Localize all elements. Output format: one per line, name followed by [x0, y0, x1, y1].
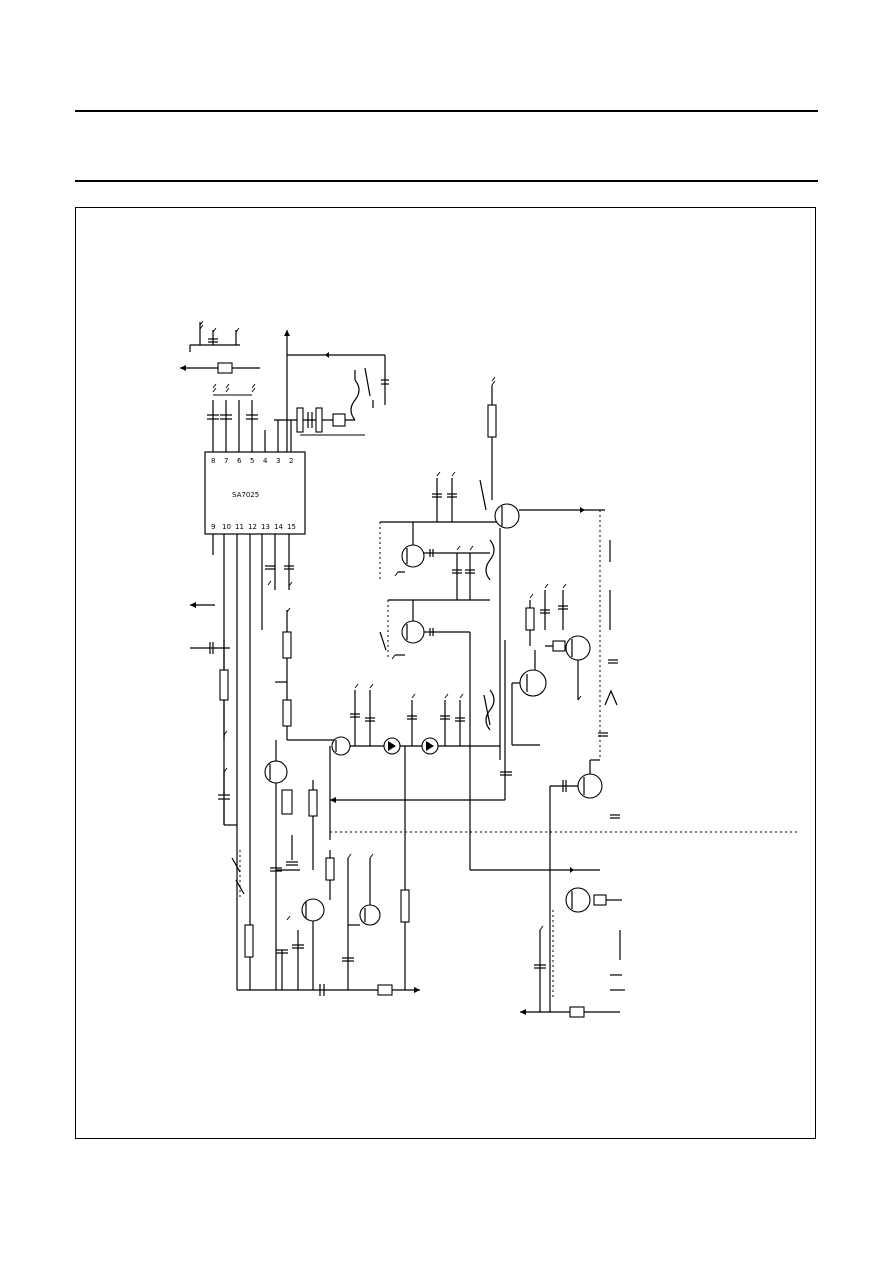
- ic-pin-8: 8: [211, 457, 215, 465]
- ic-pin-13: 13: [261, 523, 270, 531]
- ic-pin-5: 5: [250, 457, 254, 465]
- ic-block: SA7025 8 7 6 5 4 3 2 9 10 11 12 13 14 15: [204, 451, 306, 535]
- figure-frame: [75, 207, 816, 1139]
- ic-pin-labels-top: 8 7 6 5 4 3 2: [211, 457, 293, 465]
- ic-pin-9: 9: [211, 523, 215, 531]
- ic-label: SA7025: [232, 491, 259, 499]
- ic-pin-14: 14: [274, 523, 283, 531]
- right-section: [483, 376, 625, 1018]
- ic-pin-12: 12: [248, 523, 257, 531]
- ic-pin-labels-bottom: 9 10 11 12 13 14 15: [211, 523, 296, 531]
- left-bus-network: [190, 534, 420, 996]
- ic-pin-7: 7: [224, 457, 228, 465]
- ic-pin-11: 11: [235, 523, 244, 531]
- ic-pin-2: 2: [289, 457, 293, 465]
- header-rule-bottom: [75, 180, 818, 182]
- ic-pin-15: 15: [287, 523, 296, 531]
- ic-top-network: [180, 320, 389, 452]
- mixer-network: [275, 607, 800, 990]
- ic-pin-4: 4: [263, 457, 268, 465]
- oscillator-section: [379, 471, 600, 871]
- ic-pin-10: 10: [222, 523, 231, 531]
- ic-pin-6: 6: [237, 457, 242, 465]
- header-rule-top: [75, 110, 818, 112]
- lower-left-transistors: [264, 740, 381, 990]
- ic-pin-3: 3: [276, 457, 280, 465]
